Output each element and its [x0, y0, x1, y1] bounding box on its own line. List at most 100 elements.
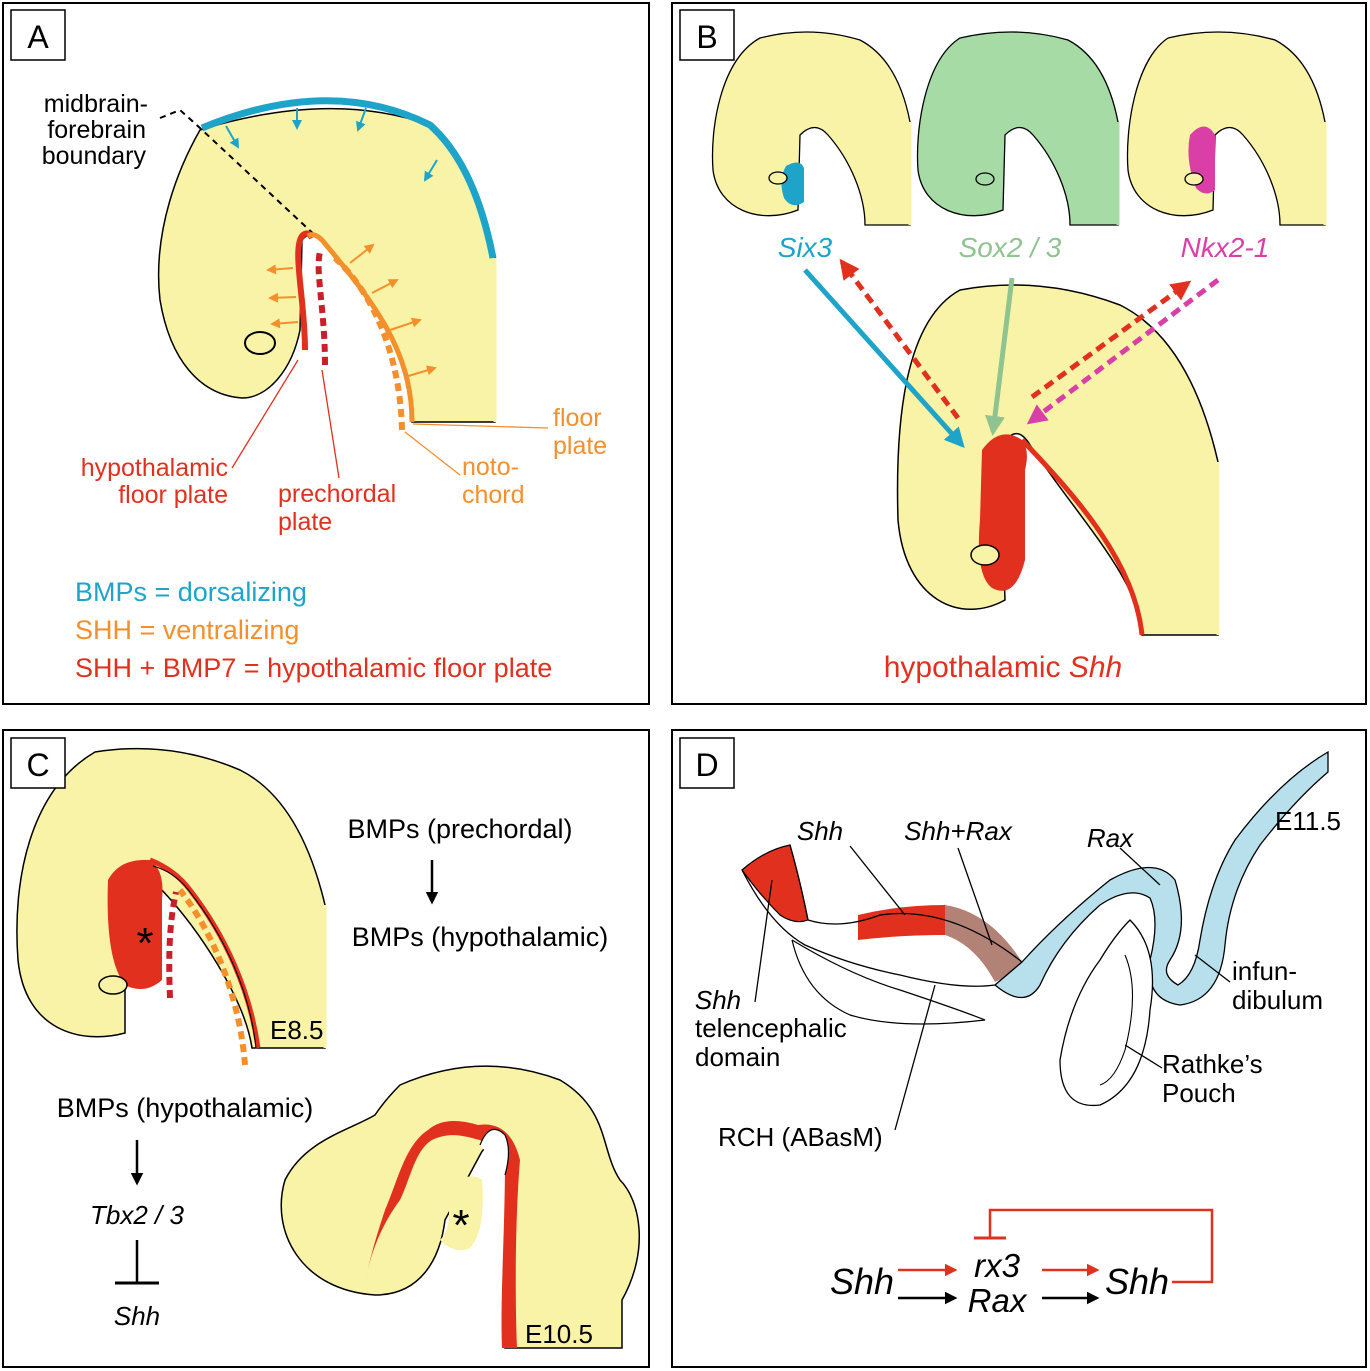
eye-icon-large: [970, 544, 1000, 566]
label-shh-rax: Shh+Rax: [904, 816, 1013, 846]
label-mfb-2: forebrain: [47, 116, 146, 144]
label-six3: Six3: [778, 232, 833, 263]
label-sox: Sox2 / 3: [959, 232, 1062, 263]
label-infun-2: dibulum: [1232, 985, 1323, 1015]
eye-icon: [244, 331, 276, 355]
feedback-inhibition-line: [988, 1208, 1214, 1284]
shh-floor-e85: [149, 857, 261, 1049]
panel-b: B Six3 Sox2 / 3 Nkx2-1 hypothalamic Shh: [671, 2, 1367, 705]
leader-rax: [1119, 847, 1161, 886]
eye-icon-nkx: [1184, 172, 1204, 186]
label-pp-2: plate: [278, 508, 332, 536]
label-bmp-hypothalamic-top: BMPs (hypothalamic): [352, 922, 609, 952]
eye-icon-six3: [768, 171, 788, 185]
shh-rax-segment: [945, 905, 1022, 982]
label-rathke-1: Rathke’s: [1162, 1049, 1263, 1079]
six3-to-shh-arrow: [803, 268, 965, 448]
shh-domain-e105: [365, 1121, 520, 1348]
label-infun-1: infun-: [1232, 956, 1297, 986]
embryo-six3: [711, 31, 911, 226]
label-fp-1: floor: [553, 404, 602, 432]
legend-shh-bmp7: SHH + BMP7 = hypothalamic floor plate: [75, 653, 552, 683]
eye-icon-e85: [98, 975, 128, 995]
embryo-sox: [916, 31, 1119, 226]
label-shh-top: Shh: [797, 816, 843, 846]
leader-shh-rax: [957, 847, 993, 946]
label-hfp-1: hypothalamic: [81, 454, 228, 482]
six3-domain: [781, 162, 804, 206]
label-rch: RCH (ABasM): [718, 1122, 883, 1152]
bmp-arrow-1: [225, 125, 239, 149]
floor-plate: [306, 232, 415, 423]
shh-to-nkx-arrow: [1030, 280, 1192, 400]
label-mfb-1: midbrain-: [44, 90, 148, 118]
label-tel-1: telencephalic: [695, 1013, 847, 1043]
embryo-nkx: [1126, 31, 1326, 226]
panel-c-letter-box: [10, 737, 66, 789]
panel-d-letter-box: [679, 737, 735, 789]
label-noto-2: chord: [462, 481, 525, 509]
shh-arrow-l2: [268, 292, 297, 303]
bmp-arrow-4: [423, 159, 438, 182]
leader-rch: [894, 984, 936, 1131]
label-e105: E10.5: [525, 1319, 593, 1349]
rax-domain: [993, 750, 1329, 1006]
hfp-leader: [231, 359, 299, 469]
leader-infundibulum: [1194, 954, 1231, 983]
label-bmp-prechordal: BMPs (prechordal): [347, 814, 572, 844]
label-bmp-hypothalamic-left: BMPs (hypothalamic): [57, 1093, 314, 1123]
panel-a-letter-box: [10, 9, 66, 61]
panel-d-letter: D: [695, 747, 718, 783]
strip-bottom-edge: [741, 869, 996, 987]
noto-leader: [404, 431, 461, 476]
pathway-shh-right: Shh: [1105, 1261, 1169, 1302]
label-tel-2: domain: [695, 1042, 780, 1072]
leader-rathke: [1124, 1044, 1163, 1069]
label-e85: E8.5: [270, 1015, 324, 1045]
prechordal-e85: [166, 891, 179, 999]
asterisk-e105: *: [452, 1201, 469, 1250]
ventricle-e105: [479, 1128, 510, 1176]
shh-arrow-l3: [270, 318, 299, 329]
label-shh-c: Shh: [114, 1301, 160, 1331]
prechordal-plate: [315, 251, 328, 366]
hypothalamic-domain-e85: [107, 859, 163, 989]
leader-shh-top: [849, 845, 906, 916]
fp-leader: [412, 423, 549, 429]
label-rathke-2: Pouch: [1162, 1078, 1236, 1108]
pathway-rx3: rx3: [974, 1247, 1020, 1284]
label-fp-2: plate: [553, 432, 607, 460]
shh-hypothalamic-domain: [978, 434, 1027, 591]
floor-edge-e85: [152, 865, 257, 1049]
asterisk-region-e105: [440, 1176, 483, 1251]
pathway-shh-left: Shh: [830, 1261, 894, 1302]
label-e115: E11.5: [1275, 806, 1341, 836]
shh-arrow-r4: [404, 365, 437, 378]
shh-arrow-r3: [389, 317, 422, 331]
label-mfb-3: boundary: [42, 142, 147, 170]
panel-c: * E8.5 C BMPs (prechordal) BMPs (hypotha…: [2, 729, 650, 1368]
eye-icon-sox: [975, 172, 995, 186]
shh-arrow-r2: [371, 279, 399, 294]
shh-arrow-l1: [266, 264, 294, 275]
label-shh-tel: Shh: [695, 985, 741, 1015]
panel-b-letter: B: [696, 19, 717, 55]
label-tbx: Tbx2 / 3: [90, 1200, 184, 1230]
shh-floor-line: [1020, 438, 1145, 636]
nkx-to-shh-arrow: [1026, 278, 1220, 425]
legend-bmp: BMPs = dorsalizing: [75, 577, 307, 607]
strip-top-edge: [789, 844, 1023, 963]
shh-arrow-r1: [349, 243, 375, 264]
midbrain-forebrain-boundary-line: [159, 108, 321, 241]
shh-to-six3-arrow: [839, 258, 961, 420]
bmp-dorsal-domain: [200, 97, 497, 259]
label-pp-1: prechordal: [278, 480, 396, 508]
asterisk-e85: *: [136, 919, 153, 968]
caption-hypothalamic-shh: hypothalamic Shh: [884, 651, 1123, 684]
sox-to-shh-arrow: [985, 277, 1015, 436]
panel-a-letter: A: [27, 19, 49, 55]
legend-shh: SHH = ventralizing: [75, 615, 299, 645]
rathkes-pouch-inner: [1099, 954, 1134, 1086]
panel-a: A midbrai: [2, 2, 650, 705]
